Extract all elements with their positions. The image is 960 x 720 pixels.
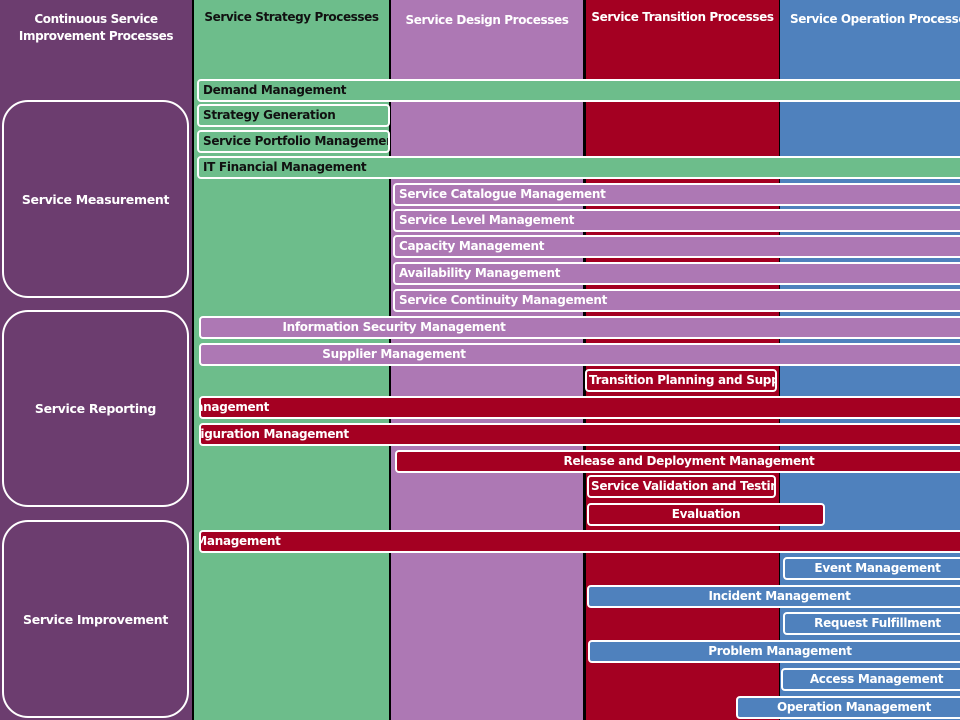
process-bar: Incident Management bbox=[587, 585, 960, 608]
process-bar: Information Security Management bbox=[199, 316, 960, 339]
process-bar: Capacity Management bbox=[393, 235, 960, 258]
process-bar: Evaluation bbox=[587, 503, 825, 526]
process-bar: Service Validation and Testing bbox=[587, 475, 776, 498]
process-bar: Knowledge Management bbox=[199, 530, 960, 553]
csi-group-measurement: Service Measurement bbox=[2, 100, 189, 298]
process-bar: Demand Management bbox=[197, 79, 960, 102]
strategy-column-header: Service Strategy Processes bbox=[204, 10, 379, 24]
transition-column-header: Service Transition Processes bbox=[591, 10, 774, 24]
process-bar: Event Management bbox=[783, 557, 960, 580]
process-bar: IT Financial Management bbox=[197, 156, 960, 179]
csi-column-header: Continuous Service Improvement Processes bbox=[18, 12, 174, 43]
process-bar: Transition Planning and Support bbox=[585, 369, 777, 392]
process-bar: Supplier Management bbox=[199, 343, 960, 366]
csi-group-reporting: Service Reporting bbox=[2, 310, 189, 507]
process-bar: Problem Management bbox=[588, 640, 960, 663]
csi-group-improvement: Service Improvement bbox=[2, 520, 189, 718]
design-column-header: Service Design Processes bbox=[405, 13, 569, 27]
process-bar: Request Fulfillment bbox=[783, 612, 960, 635]
process-bar: Strategy Generation bbox=[197, 104, 390, 127]
process-label: Release and Deployment Management bbox=[563, 454, 815, 468]
process-bar: Availability Management bbox=[393, 262, 960, 285]
process-label: Supplier Management bbox=[322, 347, 466, 361]
process-bar: Service Continuity Management bbox=[393, 289, 960, 312]
process-label: Change Management bbox=[201, 400, 270, 414]
operation-column-header: Service Operation Processes bbox=[790, 12, 960, 26]
process-bar: Change Management bbox=[199, 396, 960, 419]
csi-column: Continuous Service Improvement Processes bbox=[0, 0, 192, 720]
process-bar: Access Management bbox=[781, 668, 960, 691]
process-bar: Operation Management bbox=[736, 696, 960, 719]
process-bar: Service Portfolio Management bbox=[197, 130, 390, 153]
process-bar: Service Catalogue Management bbox=[393, 183, 960, 206]
process-label: Knowledge Management bbox=[199, 534, 281, 548]
process-bar: Service Level Management bbox=[393, 209, 960, 232]
process-bar: Service Asset and Configuration Manageme… bbox=[199, 423, 960, 446]
process-label: Information Security Management bbox=[282, 320, 506, 334]
process-label: Service Asset and Configuration Manageme… bbox=[200, 427, 349, 441]
process-bar: Release and Deployment Management bbox=[395, 450, 960, 473]
